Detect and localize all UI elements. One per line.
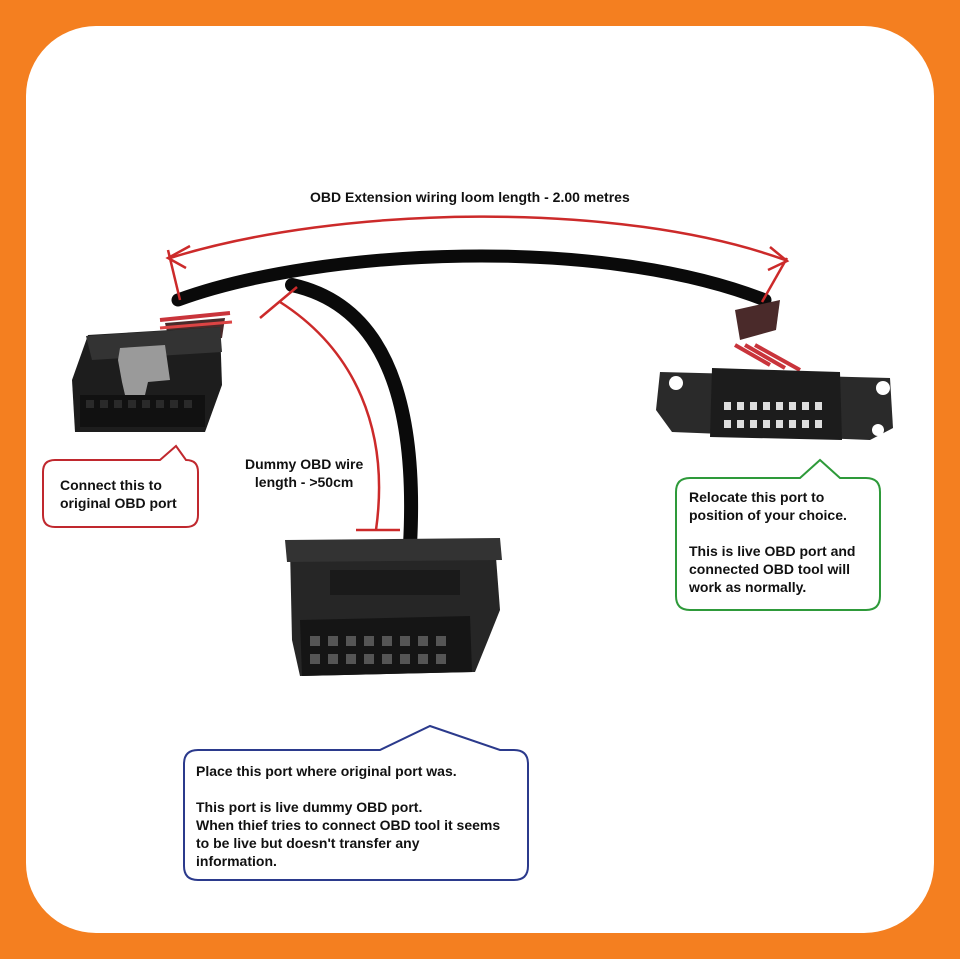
left-obd-plug: [72, 311, 233, 432]
loom-length-arrow: [165, 215, 790, 303]
callout-dummy-text: Place this port where original port was.…: [196, 763, 501, 869]
dummy-length-label: Dummy OBD wire length - >50cm: [245, 456, 364, 490]
callout-dummy-shape: [183, 724, 529, 881]
dummy-obd-port: [285, 538, 502, 676]
dummy-cable: [285, 278, 419, 552]
callout-relocate-shape: [675, 458, 881, 611]
dummy-length-arrow: [259, 286, 400, 532]
callout-original-text: Connect this to original OBD port: [60, 477, 177, 511]
main-cable: [171, 249, 772, 307]
loom-length-label: OBD Extension wiring loom length - 2.00 …: [310, 189, 630, 205]
right-obd-port: [656, 300, 893, 440]
callout-original-shape: [42, 444, 199, 528]
callout-relocate-text: Relocate this port to position of your c…: [689, 489, 856, 595]
